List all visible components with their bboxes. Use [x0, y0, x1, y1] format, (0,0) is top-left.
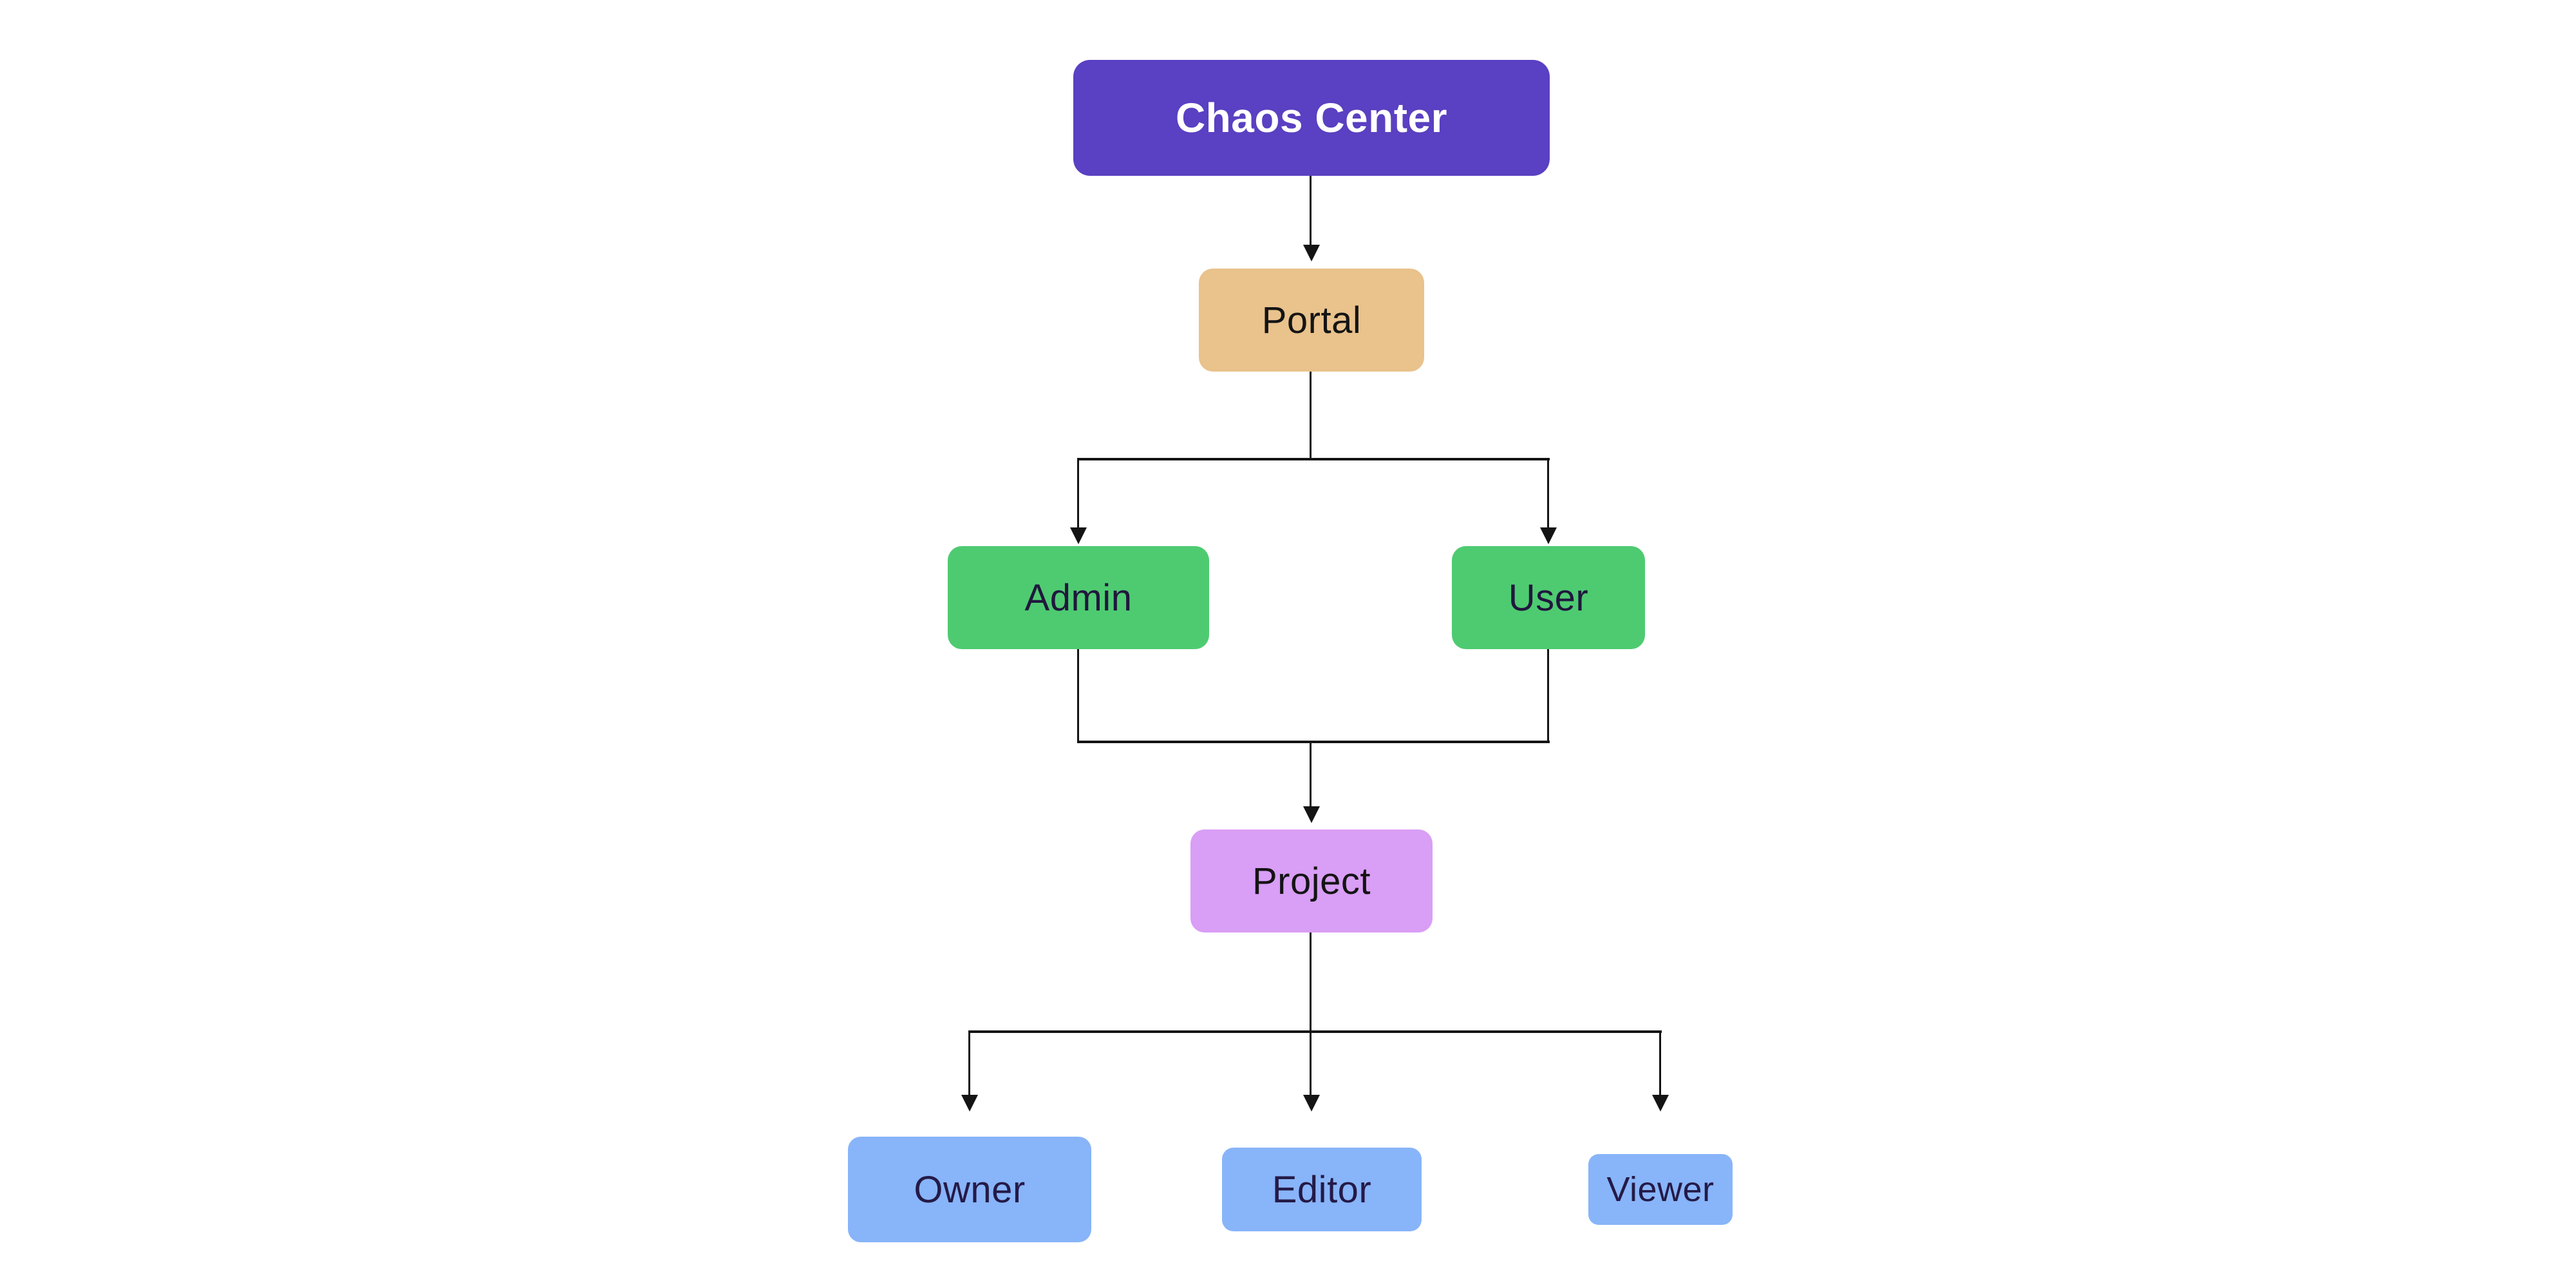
- edge-admin-merge-line: [1077, 649, 1079, 743]
- edge-project-owner-arrowhead: [961, 1095, 978, 1112]
- node-admin: Admin: [948, 546, 1209, 649]
- node-portal: Portal: [1199, 269, 1424, 372]
- edge-project-owner-line: [968, 1030, 970, 1095]
- edge-merge-project-arrowhead: [1303, 806, 1320, 823]
- edge-portal-admin-arrowhead: [1070, 527, 1087, 544]
- edge-portal-split-line: [1077, 458, 1550, 460]
- edge-project-editor-line: [1310, 1033, 1312, 1095]
- edge-portal-user-arrowhead: [1540, 527, 1557, 544]
- node-owner: Owner: [848, 1137, 1091, 1242]
- edge-portal-stem-line: [1310, 372, 1312, 460]
- node-editor: Editor: [1222, 1148, 1422, 1231]
- node-chaos-center: Chaos Center: [1073, 60, 1550, 176]
- edge-project-stem-line: [1310, 933, 1312, 1033]
- node-viewer: Viewer: [1588, 1154, 1733, 1225]
- edge-project-split-line: [968, 1030, 1662, 1033]
- edge-project-viewer-line: [1659, 1030, 1661, 1095]
- edge-project-viewer-arrowhead: [1652, 1095, 1669, 1112]
- edge-merge-line: [1077, 741, 1550, 743]
- edge-chaoscenter-portal-line: [1310, 176, 1312, 251]
- edge-project-editor-arrowhead: [1303, 1095, 1320, 1112]
- node-user: User: [1452, 546, 1645, 649]
- edge-portal-user-line: [1547, 458, 1549, 531]
- edge-user-merge-line: [1547, 649, 1549, 743]
- edge-merge-project-line: [1310, 743, 1312, 806]
- node-project: Project: [1190, 829, 1433, 933]
- edge-portal-admin-line: [1077, 458, 1079, 531]
- edge-chaoscenter-portal-arrowhead: [1303, 245, 1320, 261]
